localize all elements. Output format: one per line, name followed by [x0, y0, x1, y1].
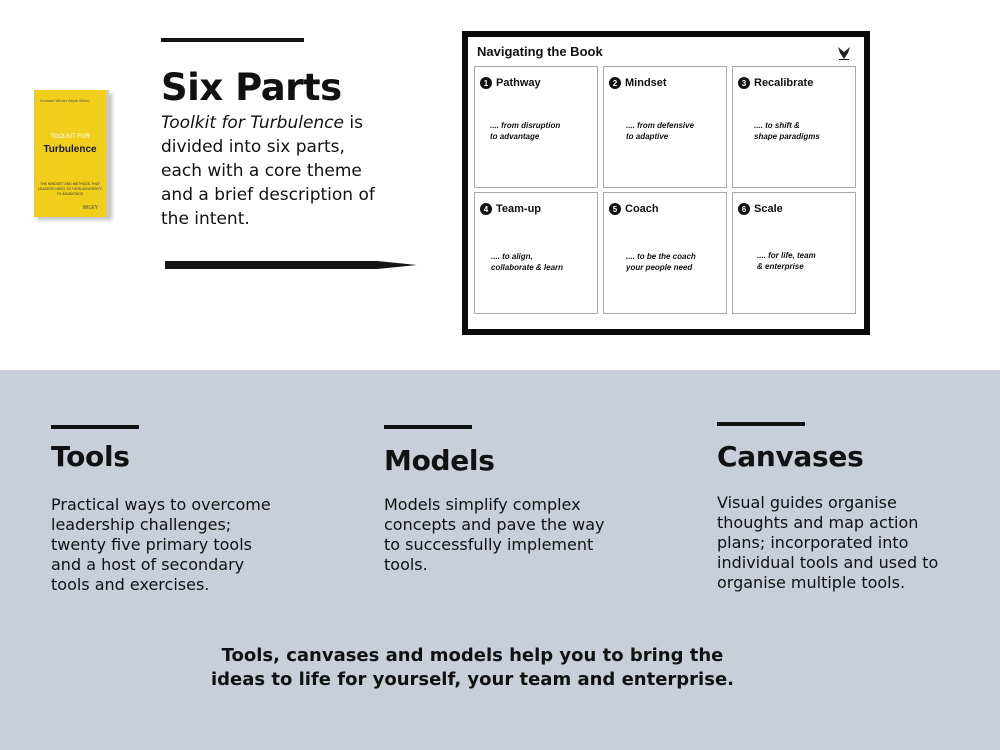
part-number-badge: 1 [480, 77, 492, 89]
part-description: .... to be the coach your people need [626, 252, 696, 272]
book-publisher: WILEY [82, 205, 98, 211]
part-name: Mindset [625, 77, 667, 89]
part-name: Recalibrate [754, 77, 814, 89]
canvases-title: Canvases [717, 440, 864, 473]
book-cover-image: Graham Winter Abyte Bixen TOOLKIT FOR Tu… [34, 90, 109, 217]
book-kicker: TOOLKIT FOR [50, 134, 90, 140]
part-name: Team-up [496, 203, 542, 215]
part-number-badge: 5 [609, 203, 621, 215]
page-title: Six Parts [161, 66, 342, 109]
intro-description: is divided into six parts, each with a c… [161, 113, 375, 229]
part-number-badge: 6 [738, 203, 750, 215]
part-description: .... to shift & shape paradigms [754, 121, 820, 141]
book-subtitle: THE MINDSET AND METHODS THAT LEADERS NEE… [38, 182, 102, 196]
heading-rule [161, 38, 304, 42]
tools-title: Tools [51, 440, 130, 473]
part-cell-coach: 5 Coach .... to be the coach your people … [603, 192, 727, 314]
part-description: .... for life, team & enterprise [757, 251, 816, 271]
lion-emblem-icon [838, 47, 850, 60]
part-description: .... to align, collaborate & learn [491, 252, 564, 272]
part-cell-recalibrate: 3 Recalibrate .... to shift & shape parad… [732, 66, 856, 188]
tagline: Tools, canvases and models help you to b… [210, 645, 734, 690]
tools-rule [51, 425, 139, 429]
tools-description: Practical ways to overcome leadership ch… [51, 495, 271, 594]
part-name: Pathway [496, 77, 541, 89]
panel-title: Navigating the Book [477, 44, 603, 59]
part-number-badge: 2 [609, 77, 621, 89]
book-authors: Graham Winter Abyte Bixen [40, 98, 90, 103]
part-cell-pathway: 1 Pathway .... from disruption to advanta… [474, 66, 598, 188]
part-cell-team-up: 4 Team-up .... to align, collaborate & le… [474, 192, 598, 314]
part-description: .... from defensive to adaptive [626, 121, 695, 141]
models-description: Models simplify complex concepts and pav… [384, 495, 605, 574]
models-rule [384, 425, 472, 429]
book-title: Turbulence [43, 144, 97, 155]
part-cell-scale: 6 Scale .... for life, team & enterprise [732, 192, 856, 314]
intro-book-name: Toolkit for Turbulence [161, 113, 344, 133]
part-number-badge: 4 [480, 203, 492, 215]
navigating-book-panel: Navigating the Book 1 Pathway .... from d… [462, 31, 870, 335]
canvases-description: Visual guides organise thoughts and map … [717, 493, 939, 592]
intro-text: Toolkit for Turbulence is divided into s… [161, 111, 391, 231]
bottom-section [0, 370, 1000, 750]
part-description: .... from disruption to advantage [490, 121, 561, 141]
part-cell-mindset: 2 Mindset .... from defensive to adaptive [603, 66, 727, 188]
canvases-rule [717, 422, 805, 426]
models-title: Models [384, 444, 495, 477]
part-number-badge: 3 [738, 77, 750, 89]
part-name: Coach [625, 203, 659, 215]
pointer-arrow [165, 261, 417, 269]
part-name: Scale [754, 203, 783, 215]
